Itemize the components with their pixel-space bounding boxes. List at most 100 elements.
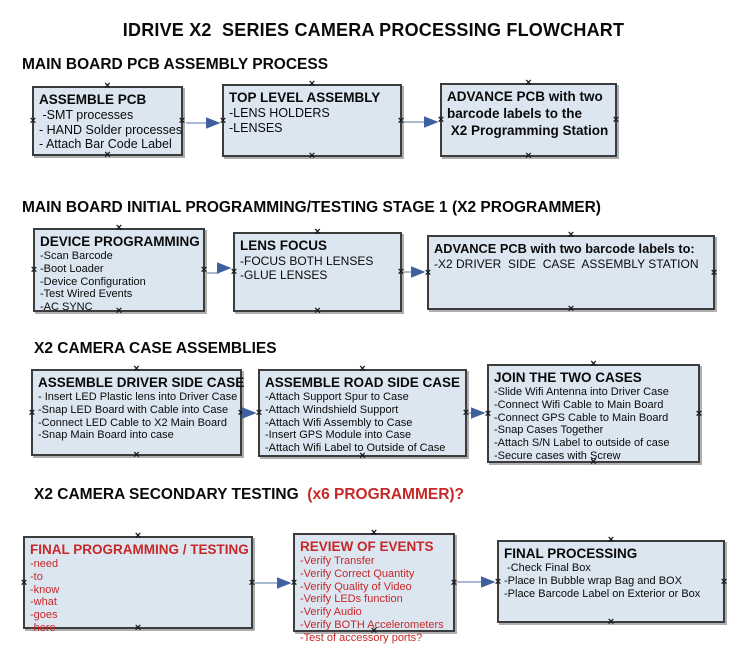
step-item: -what <box>30 596 57 609</box>
step-item: -Slide Wifi Antenna into Driver Case <box>494 386 669 398</box>
section-heading-red-part: (x6 PROGRAMMER)? <box>298 486 465 503</box>
connection-point-icon: × <box>590 358 597 370</box>
connection-point-icon: × <box>30 264 38 276</box>
step-item: -Snap Main Board into case <box>38 429 174 442</box>
step-item: -Insert GPS Module into Case <box>265 429 412 442</box>
step-item: -Verify Quality of Video <box>300 580 412 593</box>
section-heading-black-part: X2 CAMERA SECONDARY TESTING <box>34 486 299 503</box>
step-item: -LENS HOLDERS <box>229 106 330 120</box>
step-item: -Connect LED Cable to X2 Main Board <box>38 416 227 429</box>
connection-point-icon: × <box>133 449 140 461</box>
step-item: -Attach Support Spur to Case <box>265 391 409 403</box>
connection-point-icon: × <box>308 78 316 90</box>
step-item: - HAND Solder processes <box>39 122 183 137</box>
connection-point-icon: × <box>525 150 532 162</box>
flow-box-final-processing: FINAL PROCESSING -Check Final Box -Place… <box>495 535 728 628</box>
connection-point-icon: × <box>104 149 111 161</box>
connection-point-icon: × <box>29 115 37 127</box>
connection-point-icon: × <box>134 530 142 542</box>
step-item: -FOCUS BOTH LENSES <box>240 254 374 268</box>
step-item: - Attach Bar Code Label <box>39 137 172 151</box>
flow-box-assemble-pcb: ASSEMBLE PCB -SMT processes - HAND Solde… <box>29 81 185 161</box>
connection-point-icon: × <box>28 406 36 419</box>
arrow-device-programming-to-lens-focus <box>207 262 232 274</box>
step-item: -here <box>30 621 56 634</box>
connection-point-icon: × <box>397 114 405 127</box>
step-item: -Connect Wifi Cable to Main Board <box>494 398 664 411</box>
connection-point-icon: × <box>359 363 366 375</box>
box-title: TOP LEVEL ASSEMBLY <box>229 90 381 105</box>
connection-point-icon: × <box>424 266 432 279</box>
flow-box-advance-to-case-assembly: ADVANCE PCB with two barcode labels to: … <box>424 230 718 315</box>
step-item: -Device Configuration <box>40 275 146 288</box>
box-title: ASSEMBLE ROAD SIDE CASE <box>265 375 461 390</box>
connection-point-icon: × <box>567 303 575 315</box>
connection-point-icon: × <box>567 229 575 241</box>
step-item: -Place In Bubble wrap Bag and BOX <box>504 574 682 587</box>
step-item: -Verify Transfer <box>300 555 375 567</box>
connection-point-icon: × <box>104 80 111 92</box>
connection-point-icon: × <box>314 226 321 238</box>
connection-point-icon: × <box>255 407 263 419</box>
connection-point-icon: × <box>219 114 227 127</box>
box-title: FINAL PROCESSING <box>504 546 638 561</box>
connection-point-icon: × <box>308 150 316 162</box>
step-item: -goes <box>30 609 58 622</box>
connection-point-icon: × <box>607 534 615 546</box>
step-item: -Scan Barcode <box>40 250 113 262</box>
step-item: -Attach Wifi Assembly to Case <box>265 416 413 429</box>
box-title: LENS FOCUS <box>240 238 328 253</box>
box-title: DEVICE PROGRAMMING <box>40 234 200 249</box>
connection-point-icon: × <box>710 266 718 279</box>
box-title: ASSEMBLE DRIVER SIDE CASE <box>38 375 245 390</box>
connection-point-icon: × <box>397 266 405 278</box>
connection-point-icon: × <box>20 576 28 589</box>
connection-point-icon: × <box>115 222 123 234</box>
section-heading-initial-programming: MAIN BOARD INITIAL PROGRAMMING/TESTING S… <box>22 199 601 216</box>
section-heading-pcb-assembly: MAIN BOARD PCB ASSEMBLY PROCESS <box>22 56 329 73</box>
flow-box-device-programming: DEVICE PROGRAMMING -Scan Barcode -Boot L… <box>30 223 207 317</box>
box-title: ADVANCE PCB with two barcode labels to: <box>434 241 695 256</box>
box-title: ADVANCE PCB with two <box>447 89 603 104</box>
connection-point-icon: × <box>290 576 298 589</box>
step-item: -Test Wired Events <box>40 288 133 301</box>
step-item: X2 Programming Station <box>447 123 609 138</box>
step-item: -Verify Correct Quantity <box>300 567 415 580</box>
step-item: -Verify BOTH Accelerometers <box>300 618 444 631</box>
connection-point-icon: × <box>607 616 615 628</box>
step-item: -Snap LED Board with Cable into Case <box>38 403 229 416</box>
section-heading-case-assemblies: X2 CAMERA CASE ASSEMBLIES <box>34 340 277 357</box>
step-item: -Verify Audio <box>300 606 362 619</box>
connection-point-icon: × <box>450 576 458 589</box>
step-item: - Insert LED Plastic lens into Driver Ca… <box>38 391 238 403</box>
box-title: ASSEMBLE PCB <box>39 92 147 107</box>
step-item: -Snap Cases Together <box>494 424 604 437</box>
step-item: -Check Final Box <box>504 562 591 574</box>
box-title: REVIEW OF EVENTS <box>300 539 434 554</box>
step-item: barcode labels to the <box>447 106 583 121</box>
section-heading-secondary-testing: X2 CAMERA SECONDARY TESTING (x6 PROGRAMM… <box>34 486 464 504</box>
connection-point-icon: × <box>462 407 470 419</box>
connection-point-icon: × <box>720 575 728 588</box>
connection-point-icon: × <box>230 266 238 278</box>
connection-point-icon: × <box>437 114 445 126</box>
flow-box-final-programming-testing: FINAL PROGRAMMING / TESTING -need -to -k… <box>20 531 255 634</box>
step-item: -LENSES <box>229 120 283 135</box>
step-item: -Verify LEDs function <box>300 593 403 606</box>
box-title: JOIN THE TWO CASES <box>494 370 642 385</box>
flow-box-review-of-events: REVIEW OF EVENTS -Verify Transfer -Verif… <box>290 528 458 644</box>
step-item: -SMT processes <box>39 108 134 122</box>
step-item: -Place Barcode Label on Exterior or Box <box>504 587 701 600</box>
flow-box-top-level-assembly: TOP LEVEL ASSEMBLY -LENS HOLDERS -LENSES… <box>219 79 405 162</box>
step-item: -know <box>30 583 60 596</box>
step-item: -Attach Windshield Support <box>265 403 399 416</box>
connection-point-icon: × <box>314 305 321 317</box>
box-title: FINAL PROGRAMMING / TESTING <box>30 542 249 557</box>
flow-box-assemble-driver-side-case: ASSEMBLE DRIVER SIDE CASE - Insert LED P… <box>28 364 245 461</box>
flow-box-advance-to-programming-station: ADVANCE PCB with two barcode labels to t… <box>437 78 619 162</box>
step-item: -Test of accessory ports? <box>300 631 423 644</box>
step-item: -Boot Loader <box>40 262 104 275</box>
connection-point-icon: × <box>484 407 492 420</box>
connection-point-icon: × <box>133 363 140 375</box>
